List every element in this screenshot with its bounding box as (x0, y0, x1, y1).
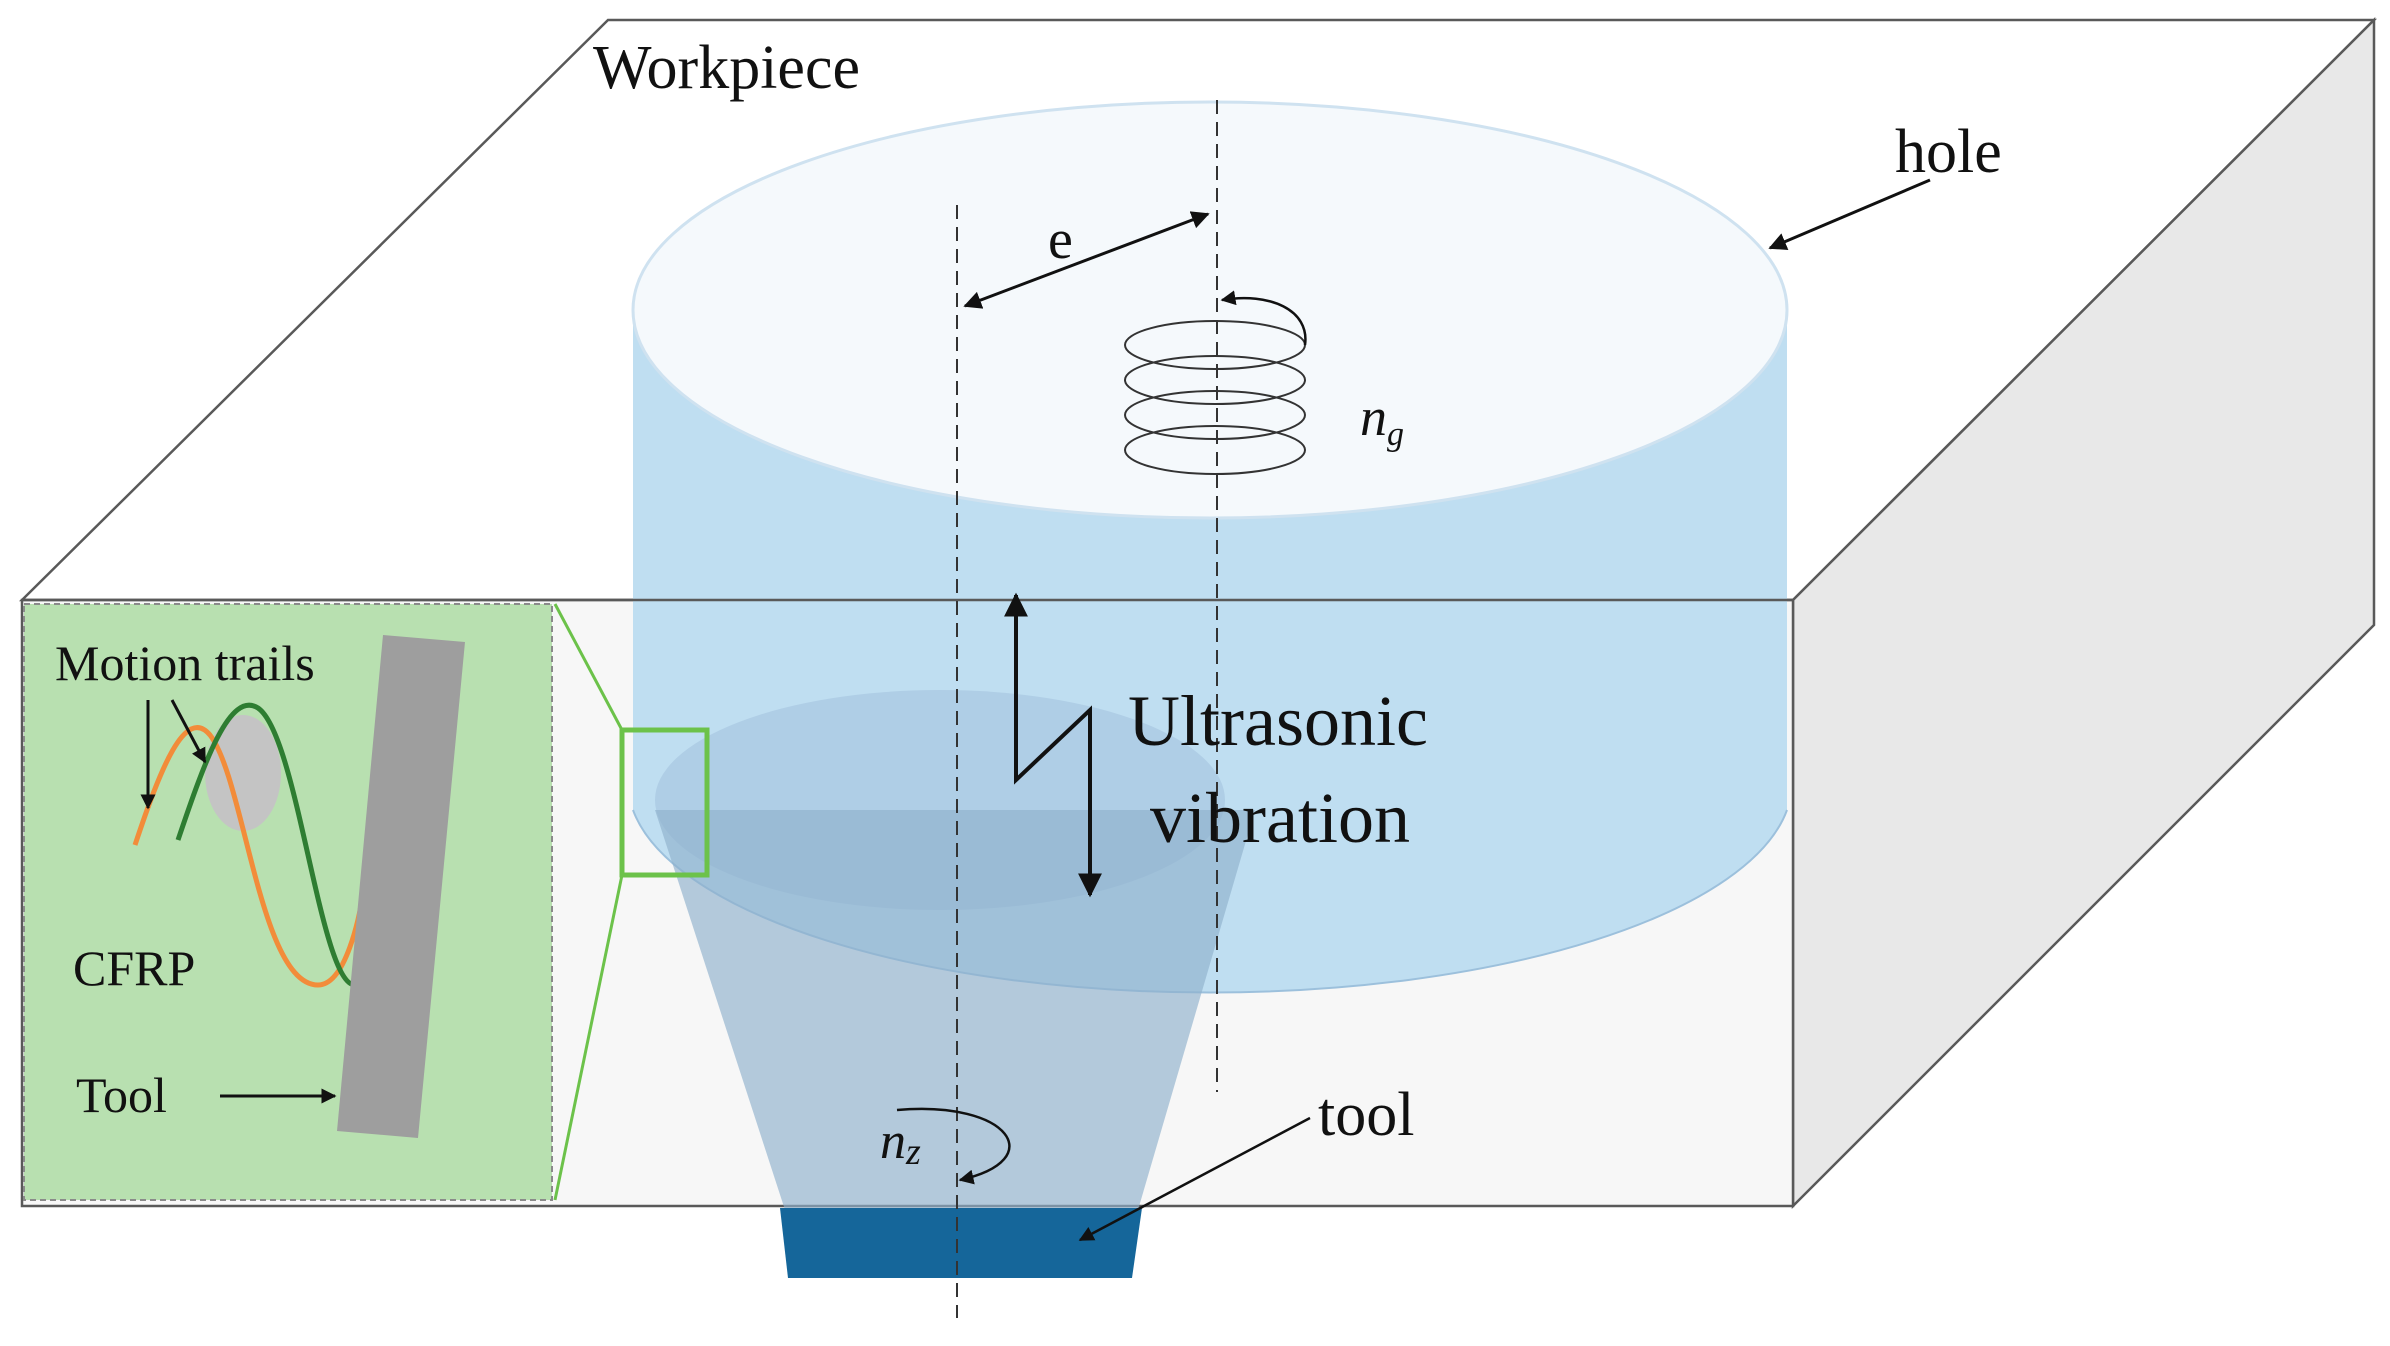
ultrasonic-label-line2: vibration (1150, 778, 1410, 858)
helical-path-icon (1124, 290, 1307, 475)
ultrasonic-label-line1: Ultrasonic (1128, 681, 1428, 761)
eccentricity-arrow (963, 211, 1210, 309)
inset-contact-spot (205, 715, 281, 831)
detail-inset: Motion trails CFRP Tool (23, 603, 553, 1201)
workpiece-label: Workpiece (593, 34, 860, 102)
tool-body (655, 690, 1255, 1278)
inset-tool-label: Tool (76, 1067, 167, 1123)
hole-top-face (631, 100, 1789, 520)
inset-tool-bar (337, 635, 465, 1138)
inset-trail-orange (132, 725, 368, 988)
magnifier-link-bottom (553, 874, 624, 1201)
eccentricity-label: e (1048, 209, 1073, 271)
hole-label: hole (1895, 118, 2002, 186)
inset-background (23, 603, 553, 1201)
spindle-speed-label: ng (1360, 387, 1404, 453)
inset-trail-arrow-2 (170, 699, 207, 764)
inset-cfrp-label: CFRP (73, 940, 195, 996)
magnifier-link-top (553, 603, 624, 731)
tool-leader-arrow (1078, 1116, 1311, 1242)
tool-rotation-arrow (896, 1107, 1011, 1185)
tool-cone (655, 810, 1255, 1210)
tool-tip (780, 1208, 1142, 1278)
magnifier-box (619, 727, 710, 878)
inset-motion-trails-label: Motion trails (55, 635, 315, 691)
tool-label: tool (1318, 1081, 1414, 1149)
hole-leader-arrow (1768, 178, 1931, 250)
ultrasonic-vibration-arrow (1004, 592, 1102, 898)
tool-rotation-label: nz (880, 1113, 921, 1173)
